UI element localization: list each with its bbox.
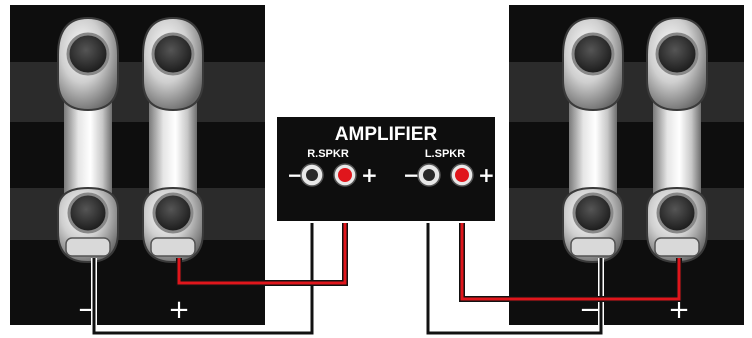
right-plus-bottom-post[interactable] [646,186,708,264]
r-spkr-label: R.SPKR [307,148,349,160]
r-spkr-minus-sign: − [287,163,304,187]
left-speaker-background [10,5,265,325]
left-speaker-band-top [10,62,265,122]
right-minus-top-post[interactable] [562,16,624,112]
r-spkr-negative-terminal[interactable] [300,163,324,187]
right-speaker-plus-label: + [668,295,690,325]
l-spkr-label: L.SPKR [425,148,465,160]
right-speaker-background [509,5,744,325]
r-spkr-positive-terminal[interactable] [333,163,357,187]
right-speaker-minus-label: − [579,295,601,325]
left-plus-bottom-post[interactable] [142,186,204,264]
l-spkr-positive-terminal[interactable] [450,163,474,187]
right-speaker-band-bottom [509,188,744,240]
left-speaker-panel: − + [10,5,265,325]
left-minus-top-post[interactable] [57,16,119,112]
positive-wires [176,178,682,302]
negative-wires [91,178,604,336]
right-plus-top-post[interactable] [646,16,708,112]
right-speaker-panel: − + [509,5,744,325]
amplifier-title: AMPLIFIER [335,124,438,145]
l-spkr-plus-sign: + [478,163,495,187]
left-minus-bottom-post[interactable] [57,186,119,264]
l-spkr-minus-sign: − [403,163,420,187]
left-plus-top-post[interactable] [142,16,204,112]
left-speaker-band-bottom [10,188,265,240]
r-spkr-plus-sign: + [361,163,378,187]
left-speaker-plus-label: + [168,295,190,325]
right-minus-bottom-post[interactable] [562,186,624,264]
right-speaker-band-top [509,62,744,122]
l-spkr-negative-terminal[interactable] [417,163,441,187]
amplifier-panel: AMPLIFIER R.SPKR L.SPKR − + − + [275,115,497,223]
